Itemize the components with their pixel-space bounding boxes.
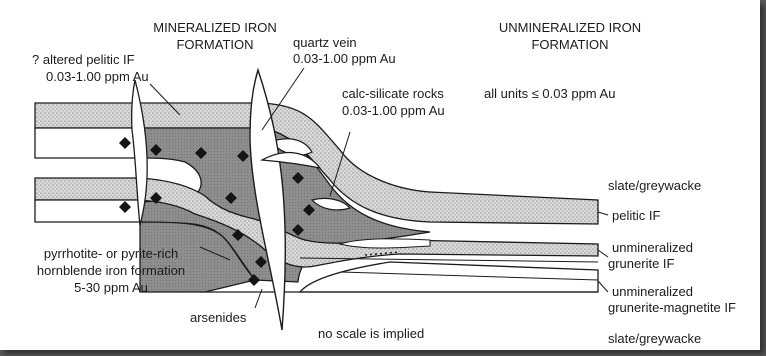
label-calc-silicate-line1: calc-silicate rocks: [342, 86, 444, 101]
label-quartz-vein-line2: 0.03-1.00 ppm Au: [293, 51, 396, 66]
label-unmineralized-grunerite-line1: unmineralized: [612, 240, 693, 255]
label-unmineralized-grun-mag-line2: grunerite-magnetite IF: [608, 300, 736, 315]
label-pyrrhotite-line1: pyrrhotite- or pyrite-rich: [44, 246, 178, 261]
label-altered-pelitic-line2: 0.03-1.00 ppm Au: [46, 69, 149, 84]
label-altered-pelitic-line1: ? altered pelitic IF: [32, 52, 135, 67]
figure-frame: MINERALIZED IRON FORMATION UNMINERALIZED…: [0, 0, 760, 350]
heading-mineralized-line1: MINERALIZED IRON: [153, 20, 277, 35]
geologic-cross-section-diagram: MINERALIZED IRON FORMATION UNMINERALIZED…: [0, 0, 760, 350]
heading-mineralized-line2: FORMATION: [176, 37, 253, 52]
label-slate-lower: slate/greywacke: [608, 331, 701, 346]
label-unmineralized-grunerite-line2: grunerite IF: [608, 256, 675, 271]
label-no-scale: no scale is implied: [318, 326, 424, 341]
label-unmineralized-grun-mag-line1: unmineralized: [612, 284, 693, 299]
label-pyrrhotite-line2: hornblende iron formation: [37, 263, 185, 278]
label-all-units: all units ≤ 0.03 ppm Au: [484, 86, 615, 101]
label-slate-upper: slate/greywacke: [608, 178, 701, 193]
label-calc-silicate-line2: 0.03-1.00 ppm Au: [342, 103, 445, 118]
label-pyrrhotite-line3: 5-30 ppm Au: [74, 280, 148, 295]
label-quartz-vein-line1: quartz vein: [293, 35, 357, 50]
heading-unmineralized-line1: UNMINERALIZED IRON: [499, 20, 641, 35]
label-arsenides: arsenides: [190, 310, 247, 325]
heading-unmineralized-line2: FORMATION: [531, 37, 608, 52]
label-pelitic-if: pelitic IF: [612, 208, 660, 223]
grunerite-magnetite-band: [300, 262, 598, 292]
